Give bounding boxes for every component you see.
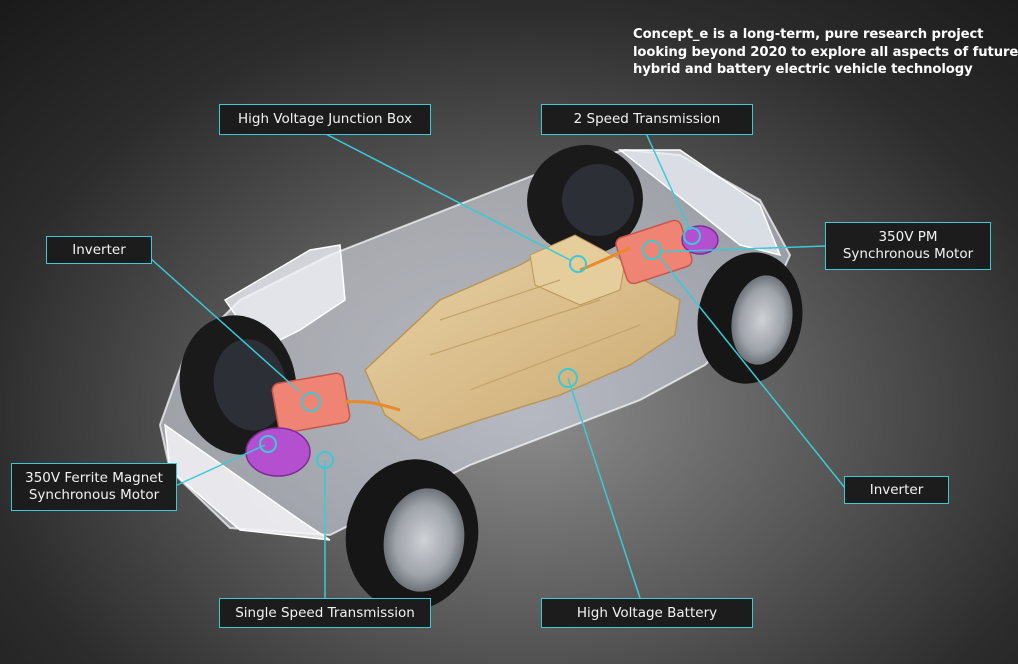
callout-label: 350V PM (878, 229, 938, 245)
target-ring-front-inverter (301, 392, 321, 412)
callout-hv-junction-box: High Voltage Junction Box (219, 104, 431, 135)
leader-lines (149, 130, 846, 599)
far-left-wheel (179, 315, 297, 455)
intro-line: hybrid and battery electric vehicle tech… (633, 62, 973, 77)
target-rings (259, 227, 701, 469)
callout-single-speed-transmission: Single Speed Transmission (219, 598, 431, 628)
callout-label: High Voltage Battery (576, 604, 718, 621)
front-inverter (271, 372, 351, 434)
callout-label: Synchronous Motor (28, 487, 160, 503)
callout-pm-synchronous-motor: 350V PM Synchronous Motor (825, 222, 991, 270)
target-ring-rear-inverter (642, 240, 662, 260)
front-motor (245, 427, 311, 477)
hv-cable-front (344, 400, 401, 412)
far-right-wheel (527, 144, 643, 256)
intro-line: Concept_e is a long-term, pure research … (633, 27, 984, 42)
callout-label: Synchronous Motor (842, 246, 974, 262)
target-ring-battery (558, 368, 578, 388)
battery-pack (364, 234, 681, 441)
callout-front-inverter: Inverter (46, 236, 152, 264)
callout-label: 2 Speed Transmission (573, 111, 721, 127)
target-ring-front-motor (259, 435, 277, 453)
target-ring-junction-box (569, 255, 587, 273)
callout-rear-inverter: Inverter (844, 476, 949, 504)
intro-line: looking beyond 2020 to explore all aspec… (633, 44, 1018, 60)
callout-hv-battery: High Voltage Battery (541, 598, 753, 628)
intro-text: Concept_e is a long-term, pure research … (633, 26, 1018, 79)
callout-label: 350V Ferrite Magnet (25, 470, 163, 486)
near-right-wheel (697, 252, 803, 384)
target-ring-single-speed-transmission (316, 451, 334, 469)
callout-label: High Voltage Junction Box (237, 111, 412, 127)
callout-ferrite-magnet-motor: 350V Ferrite Magnet Synchronous Motor (11, 463, 177, 511)
callout-2-speed-transmission: 2 Speed Transmission (541, 104, 753, 135)
target-ring-2-speed-transmission (683, 227, 701, 245)
callout-label: Inverter (72, 241, 126, 258)
callout-label: Single Speed Transmission (235, 604, 415, 621)
near-left-wheel (345, 459, 479, 611)
callout-label: Inverter (869, 481, 924, 498)
